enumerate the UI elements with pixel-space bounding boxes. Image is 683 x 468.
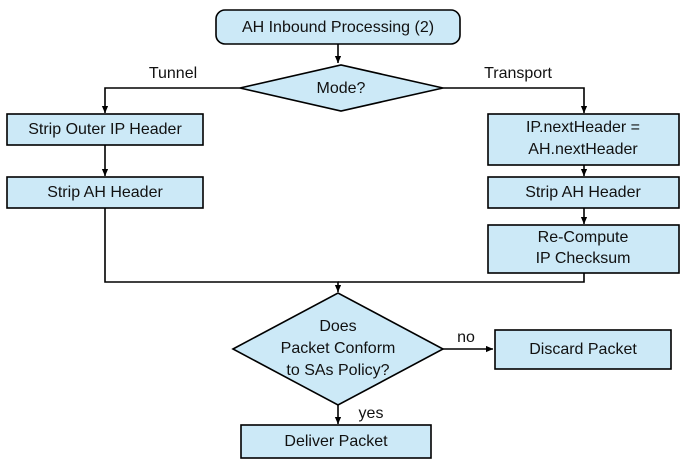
node-strip-outer-ip-header-shape xyxy=(6,113,204,146)
node-deliver-packet[interactable]: Deliver Packet xyxy=(240,424,432,459)
edge-label-tunnel: Tunnel xyxy=(149,65,197,82)
node-recompute-ip-checksum-label-line1: Re-Compute xyxy=(538,229,629,246)
node-discard-packet[interactable]: Discard Packet xyxy=(494,329,672,370)
node-strip-ah-header-tunnel[interactable]: Strip AH Header xyxy=(6,176,204,209)
node-ip-next-header-label-line1: IP.nextHeader = xyxy=(526,119,640,136)
edge-label-yes: yes xyxy=(359,405,384,422)
node-strip-ah-header-tunnel-label: Strip AH Header xyxy=(47,184,163,201)
node-strip-ah-header-transport[interactable]: Strip AH Header xyxy=(487,176,680,209)
edge-tunnel-merge-to-policy-decision xyxy=(104,208,342,293)
node-policy-decision-shape xyxy=(231,292,445,406)
node-strip-ah-header-tunnel-shape xyxy=(6,176,204,209)
node-ip-next-header[interactable]: IP.nextHeader = AH.nextHeader xyxy=(487,113,680,166)
node-discard-packet-label: Discard Packet xyxy=(529,341,637,358)
node-policy-decision-label-line3: to SAs Policy? xyxy=(286,362,389,379)
node-strip-ah-header-transport-shape xyxy=(487,176,680,209)
node-mode-decision[interactable]: Mode? xyxy=(239,64,444,112)
node-start-shape xyxy=(215,9,461,45)
edge-tunnel-to-strip-outer-ip-header xyxy=(101,87,240,114)
node-recompute-ip-checksum[interactable]: Re-Compute IP Checksum xyxy=(487,224,680,274)
edge-label-no: no xyxy=(457,329,475,346)
node-mode-decision-shape xyxy=(239,64,444,112)
node-deliver-packet-label: Deliver Packet xyxy=(284,433,388,450)
node-strip-ah-header-transport-label: Strip AH Header xyxy=(525,184,641,201)
node-strip-outer-ip-header[interactable]: Strip Outer IP Header xyxy=(6,113,204,146)
edge-transport-merge-to-policy-decision xyxy=(338,273,585,283)
node-deliver-packet-shape xyxy=(240,424,432,459)
node-policy-decision-label-line2: Packet Conform xyxy=(281,340,396,357)
node-policy-decision-label-line1: Does xyxy=(319,318,356,335)
node-discard-packet-shape xyxy=(494,329,672,370)
node-start[interactable]: AH Inbound Processing (2) xyxy=(215,9,461,45)
node-policy-decision[interactable]: Does Packet Conform to SAs Policy? xyxy=(231,292,445,406)
node-ip-next-header-label-line2: AH.nextHeader xyxy=(528,141,638,158)
node-recompute-ip-checksum-label-line2: IP Checksum xyxy=(536,250,631,267)
edge-transport-to-ip-next-header xyxy=(443,87,588,114)
node-start-label: AH Inbound Processing (2) xyxy=(242,19,434,36)
node-ip-next-header-shape xyxy=(487,113,680,166)
node-mode-decision-label: Mode? xyxy=(317,80,366,97)
edge-label-transport: Transport xyxy=(484,65,552,82)
node-strip-outer-ip-header-label: Strip Outer IP Header xyxy=(28,121,182,138)
node-recompute-ip-checksum-shape xyxy=(487,224,680,274)
